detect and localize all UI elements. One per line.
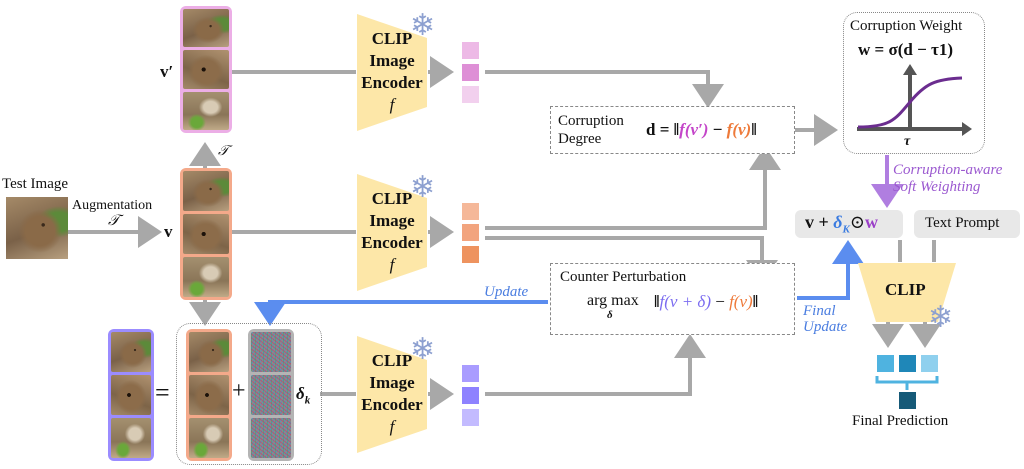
arrow-fvprime-degree: [485, 70, 724, 108]
plus-sign: +: [232, 378, 246, 404]
feature-vprime: [462, 86, 479, 103]
augmentation-label: Augmentation: [72, 198, 153, 213]
corruption-weight-equation: w = σ(d − τ1): [858, 40, 954, 59]
v-label: v: [164, 222, 173, 241]
arrow-update: [254, 300, 548, 326]
delta-k-label: δk: [296, 384, 311, 407]
arrow-fv-degree: [485, 146, 781, 230]
test-image-label: Test Image: [2, 176, 69, 192]
views-v-copy: [186, 329, 232, 461]
text-prompt-input: [914, 210, 1020, 238]
arrow-fvdelta-perturbation: [485, 334, 706, 396]
augmented-views-v: [180, 168, 232, 300]
feature-vdelta: [462, 409, 479, 426]
feature-vdelta: [462, 365, 479, 382]
feature-v: [462, 246, 479, 263]
view-tile: [183, 9, 229, 48]
perturbation-delta: [248, 329, 294, 461]
view-tile: [189, 332, 229, 372]
test-image: [6, 197, 68, 259]
combined-input-equation: v + δK⊙w: [805, 212, 878, 236]
snowflake-icon: ❄: [410, 171, 436, 204]
view-tile: [111, 332, 151, 372]
noise-tile: [251, 375, 291, 415]
counter-perturbation-title: Counter Perturbation: [560, 269, 687, 285]
argmax-operator: arg max δ: [587, 292, 639, 322]
combined-input: [795, 210, 903, 238]
augmented-views-vprime: [180, 6, 232, 133]
clip-label: CLIP: [885, 280, 926, 299]
counter-perturbation-box: [550, 263, 795, 335]
prediction-logit: [877, 355, 894, 372]
counter-perturbation-equation: ‖f(v + δ) − f(v)‖: [654, 292, 759, 311]
view-tile: [111, 418, 151, 458]
corruption-degree-box: [550, 106, 795, 154]
view-tile: [189, 375, 229, 415]
snowflake-icon: ❄: [410, 9, 436, 42]
corruption-degree-equation: d = ‖f(v′) − f(v)‖: [646, 120, 757, 139]
update-label: Update: [484, 284, 529, 300]
prediction-logit: [899, 355, 916, 372]
perturbed-views: [108, 329, 154, 461]
image-encoder-2: [357, 174, 427, 291]
view-tile: [189, 418, 229, 458]
vprime-label: v′: [160, 62, 174, 81]
image-encoder-1: [357, 14, 427, 131]
clip-model: [858, 263, 956, 322]
snowflake-icon: ❄: [928, 301, 954, 334]
augmentation-symbol: 𝒯: [108, 213, 120, 229]
view-tile: [111, 375, 151, 415]
view-tile: [183, 171, 229, 211]
feature-v: [462, 203, 479, 220]
final-prediction-label: Final Prediction: [852, 413, 949, 429]
tau-label: τ: [904, 134, 911, 149]
feature-vdelta: [462, 387, 479, 404]
view-tile: [183, 91, 229, 130]
arrow-final-update: [797, 240, 864, 300]
final-prediction-square: [899, 392, 916, 409]
noise-tile: [251, 418, 291, 458]
perturbation-group: [176, 323, 322, 465]
feature-vprime: [462, 42, 479, 59]
view-tile: [183, 214, 229, 254]
feature-vprime: [462, 64, 479, 81]
corruption-weight-title: Corruption Weight: [850, 18, 963, 34]
image-encoder-3: [357, 336, 427, 453]
prediction-logit: [921, 355, 938, 372]
text-prompt-label: Text Prompt: [925, 215, 1000, 231]
equals-sign: =: [155, 378, 170, 407]
feature-v: [462, 224, 479, 241]
view-tile: [183, 257, 229, 297]
prediction-bracket: [875, 376, 939, 390]
view-tile: [183, 50, 229, 89]
snowflake-icon: ❄: [410, 333, 436, 366]
augmentation-symbol-up: 𝒯: [218, 144, 229, 159]
noise-tile: [251, 332, 291, 372]
